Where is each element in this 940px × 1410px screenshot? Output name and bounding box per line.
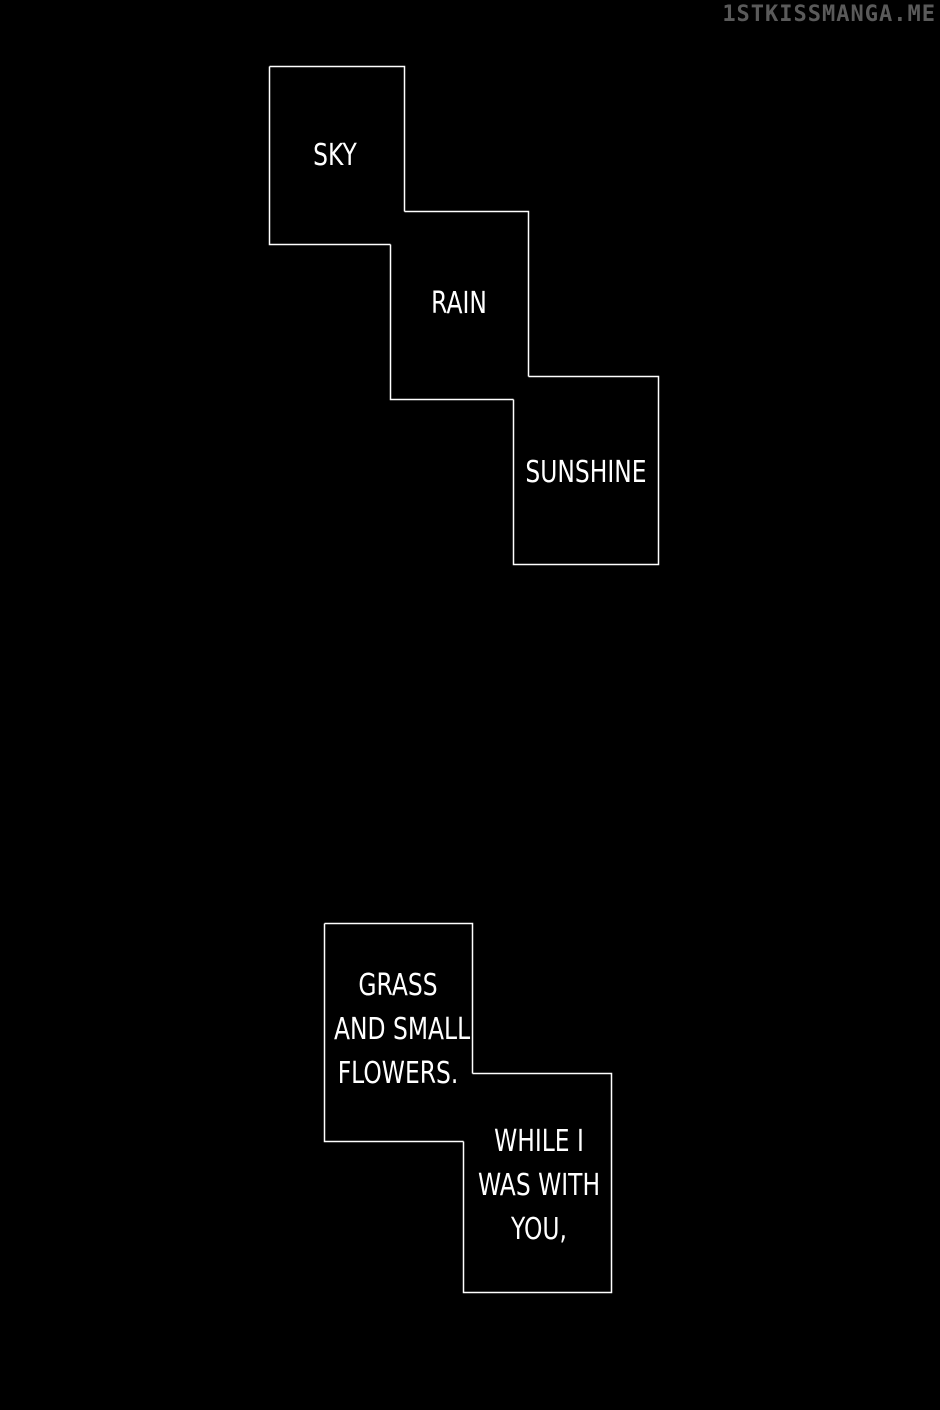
caption-grass: GRASS AND SMALL FLOWERS. (334, 964, 471, 1096)
caption-grass-line-3: FLOWERS. (337, 1056, 459, 1091)
caption-sky: SKY (296, 134, 374, 178)
caption-while-line-3: YOU, (510, 1212, 567, 1247)
caption-while: WHILE I WAS WITH YOU, (477, 1120, 602, 1252)
panel-rain-border (389, 210, 530, 401)
panel-sunshine-border (512, 375, 660, 566)
panel-while-border (462, 1072, 613, 1294)
caption-grass-line-2: AND SMALL (334, 1012, 471, 1047)
caption-grass-line-1: GRASS (358, 968, 438, 1003)
panel-grass-border (323, 922, 474, 1143)
caption-sky-text: SKY (313, 138, 357, 173)
caption-while-line-1: WHILE I (494, 1124, 584, 1159)
caption-rain-text: RAIN (431, 286, 487, 321)
site-watermark: 1STKISSMANGA.ME (722, 2, 936, 27)
caption-sunshine-text: SUNSHINE (525, 455, 647, 490)
caption-while-line-2: WAS WITH (477, 1168, 601, 1203)
panel-sky-border (268, 65, 406, 246)
caption-rain: RAIN (420, 282, 498, 326)
caption-sunshine: SUNSHINE (524, 451, 649, 495)
